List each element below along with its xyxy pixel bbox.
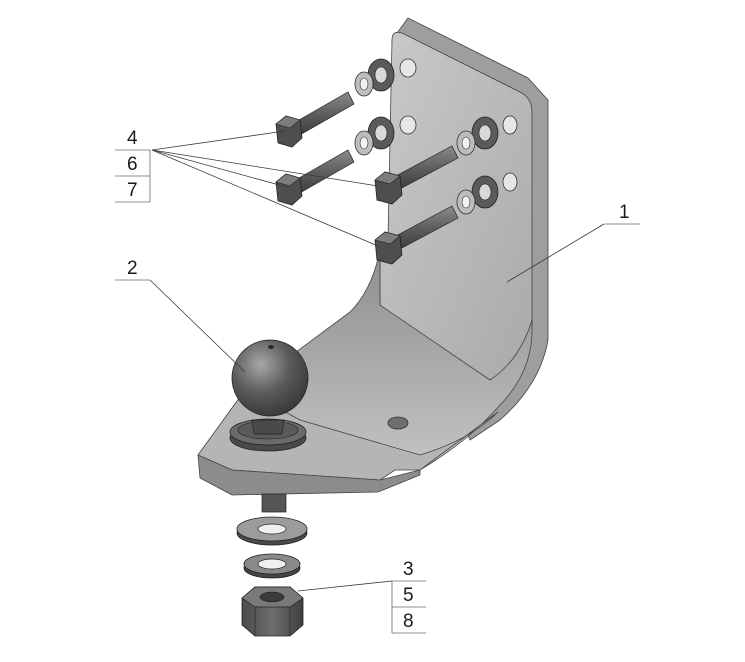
- callout-5: 5: [403, 585, 414, 606]
- bracket-part: [197, 17, 549, 496]
- callout-7: 7: [127, 180, 138, 201]
- callout-8: 8: [403, 611, 414, 632]
- callout-2: 2: [127, 258, 138, 279]
- bolt-d: [374, 205, 459, 265]
- callout-group-bracket: 1: [506, 202, 640, 283]
- bolt-c: [374, 145, 459, 205]
- callout-group-nut: 3 5 8: [297, 559, 426, 634]
- callout-4: 4: [127, 128, 138, 149]
- bolts: [275, 91, 459, 265]
- callout-6: 6: [127, 154, 138, 175]
- bolt-b: [275, 149, 355, 206]
- plate-washers: [354, 58, 499, 215]
- callout-3: 3: [403, 559, 414, 580]
- callout-1: 1: [619, 202, 630, 223]
- callout-group-ball: 2: [115, 258, 246, 373]
- lower-fasteners: [236, 493, 308, 637]
- bolt-a: [275, 91, 355, 148]
- callout-group-bolts: 4 6 7: [115, 128, 379, 247]
- tow-ball: [229, 339, 309, 452]
